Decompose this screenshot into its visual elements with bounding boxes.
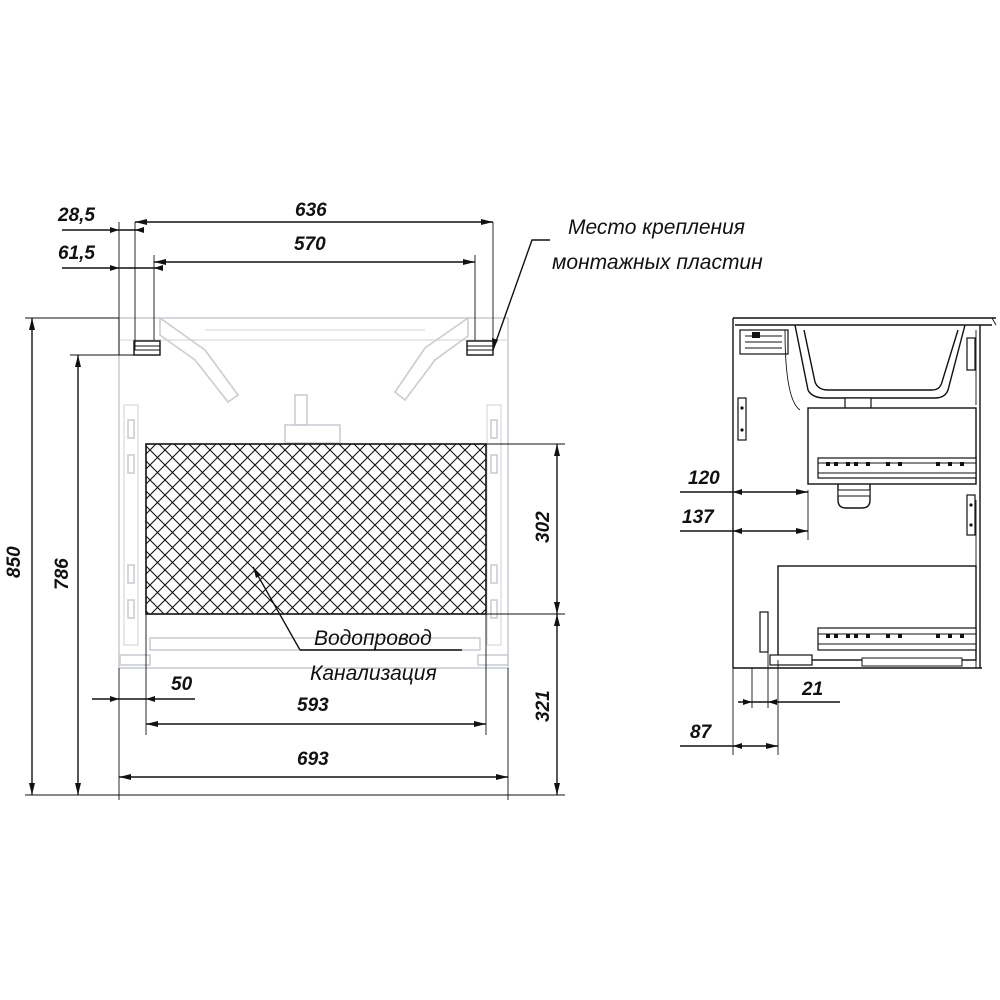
dim-786: 786: [52, 558, 73, 590]
dim-120: 120: [688, 468, 720, 489]
service-zone-hatch: [145, 443, 487, 615]
side-mounting-plate: [739, 329, 789, 355]
side-lower-drawer: [769, 565, 977, 667]
dim-28-5: 28,5: [57, 205, 95, 226]
cabinet-outline-ghost: [118, 316, 509, 669]
side-dimension-lines: [680, 489, 840, 749]
side-view: 120 137 21 87: [680, 317, 997, 755]
dim-570: 570: [294, 234, 326, 255]
mount-note-line2: монтажных пластин: [552, 251, 763, 274]
dim-636: 636: [295, 200, 327, 221]
mounting-plate-right: [466, 340, 494, 356]
dim-21: 21: [801, 679, 823, 700]
side-wall-brackets: [737, 337, 976, 653]
front-view: 28,5 61,5 636 570 850 786 302 321 50 593…: [4, 200, 763, 800]
side-basin-profile: [784, 324, 966, 411]
dim-302: 302: [533, 511, 554, 543]
dim-61-5: 61,5: [58, 243, 95, 264]
dim-850: 850: [4, 546, 25, 578]
side-cabinet-body: [732, 317, 997, 669]
extension-lines: [25, 222, 565, 800]
side-upper-drawer: [807, 407, 977, 509]
dim-87: 87: [690, 722, 713, 743]
mount-note-line1: Место крепления: [568, 216, 745, 239]
dim-137: 137: [682, 507, 715, 528]
dim-50: 50: [171, 674, 193, 695]
water-supply-label: Водопровод: [314, 627, 432, 650]
dim-321: 321: [533, 690, 554, 722]
dim-593: 593: [297, 695, 329, 716]
mounting-plate-left: [133, 340, 161, 356]
leader-lines: [252, 239, 550, 651]
dimension-lines: [29, 219, 560, 795]
sewer-label: Канализация: [310, 662, 437, 685]
dim-693: 693: [297, 749, 329, 770]
